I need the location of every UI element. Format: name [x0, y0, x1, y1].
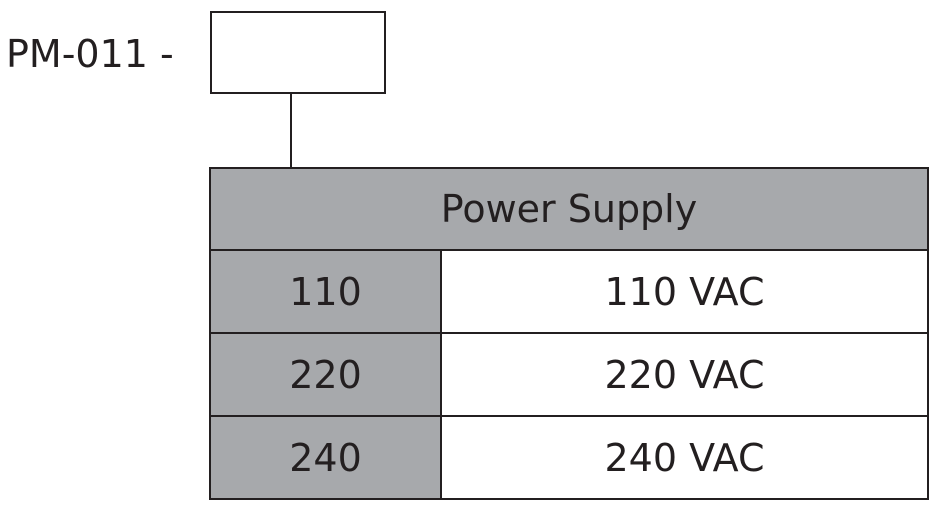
table-row: 240 240 VAC — [211, 417, 927, 498]
table-row: 110 110 VAC — [211, 251, 927, 334]
power-supply-table: Power Supply 110 110 VAC 220 220 VAC 240… — [209, 167, 929, 500]
connector-line — [290, 92, 292, 169]
option-code-box — [210, 11, 386, 94]
option-description-cell: 240 VAC — [442, 417, 927, 498]
option-code-cell: 110 — [211, 251, 442, 332]
table-row: 220 220 VAC — [211, 334, 927, 417]
model-prefix: PM-011 - — [6, 32, 174, 76]
option-code-cell: 220 — [211, 334, 442, 415]
option-code-cell: 240 — [211, 417, 442, 498]
option-description-cell: 220 VAC — [442, 334, 927, 415]
option-description-cell: 110 VAC — [442, 251, 927, 332]
table-header: Power Supply — [211, 169, 927, 251]
